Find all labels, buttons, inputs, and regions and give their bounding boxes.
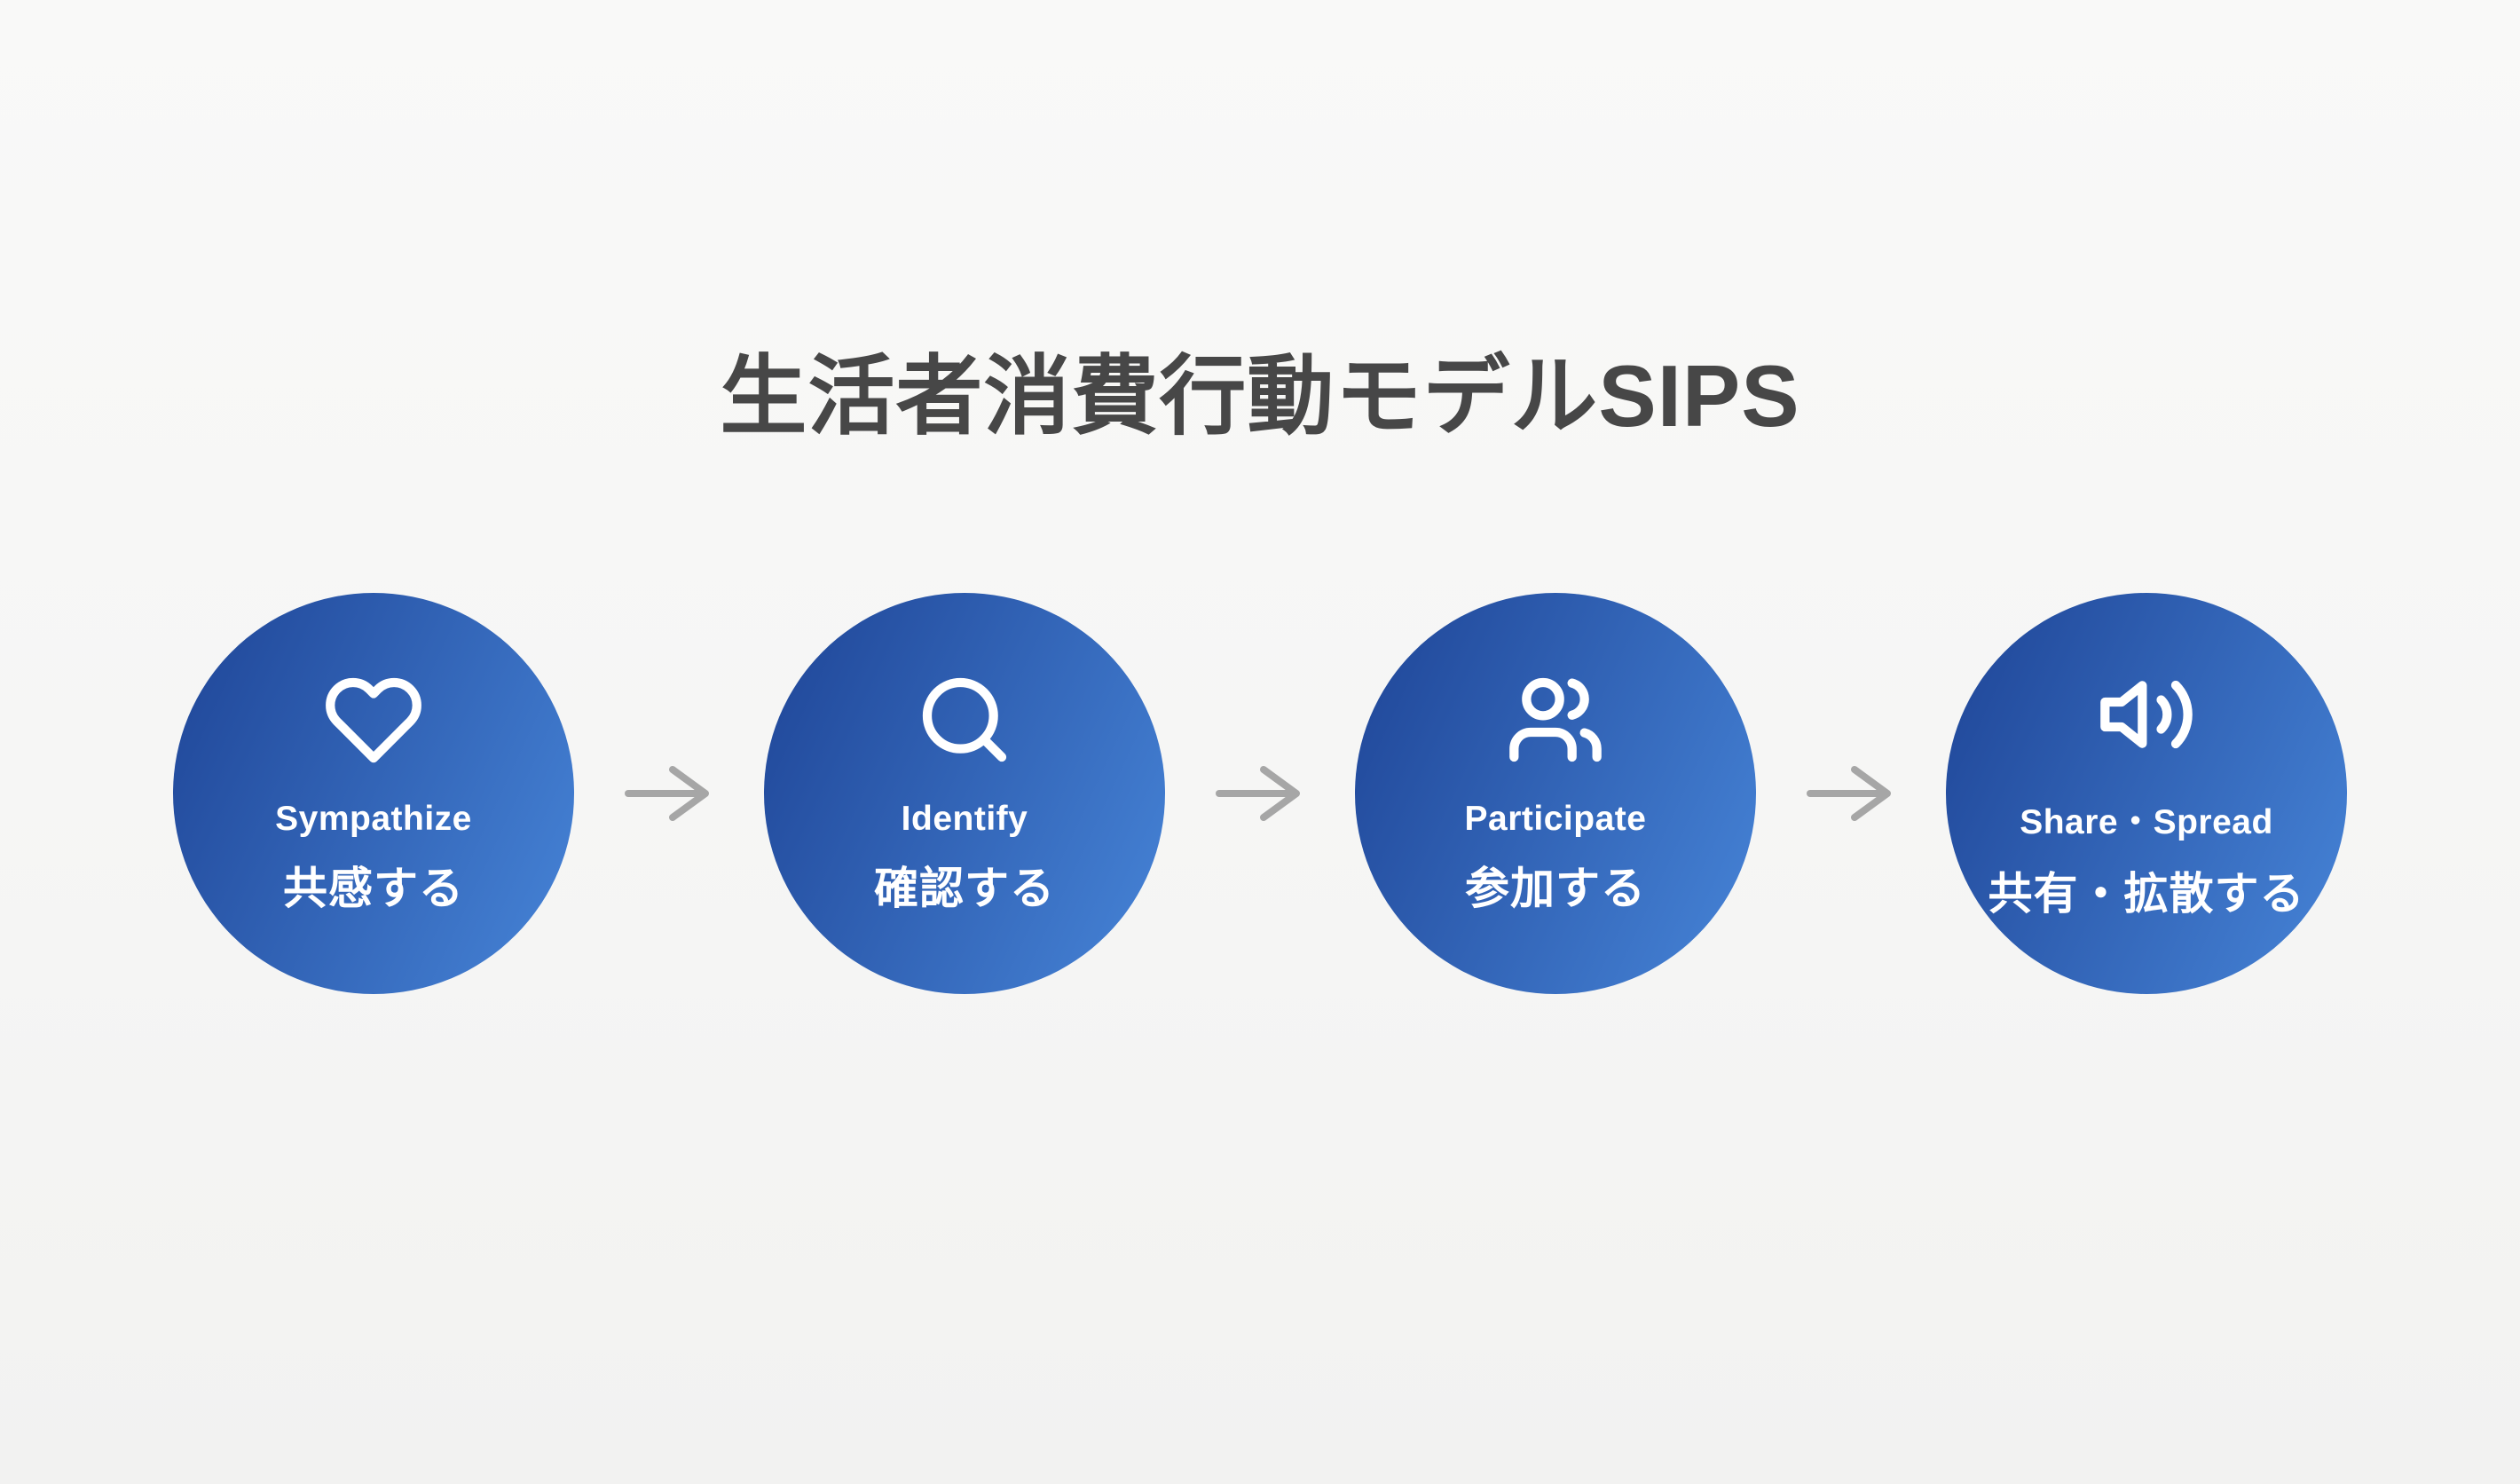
step-label-en: Sympathize: [275, 800, 472, 838]
step-label-en: Participate: [1464, 800, 1647, 838]
flow-row: Sympathize 共感する Identify 確認する: [0, 593, 2520, 994]
arrow-right-icon: [1165, 760, 1355, 827]
step-label-en: Identify: [901, 800, 1028, 838]
step-participate: Participate 参加する: [1355, 593, 1756, 994]
step-label-ja: 共感する: [283, 864, 464, 913]
step-label-en: Share・Spread: [2020, 803, 2273, 841]
speaker-icon: [2097, 665, 2196, 764]
step-sympathize: Sympathize 共感する: [173, 593, 574, 994]
step-label-ja: 共有・拡散する: [1988, 869, 2305, 919]
search-icon: [915, 670, 1014, 770]
step-identify: Identify 確認する: [764, 593, 1165, 994]
page-title: 生活者消費行動モデルSIPS: [720, 347, 1800, 445]
step-label-ja: 参加する: [1465, 864, 1646, 913]
users-icon: [1506, 670, 1605, 770]
arrow-right-icon: [1756, 760, 1946, 827]
step-share-spread: Share・Spread 共有・拡散する: [1946, 593, 2347, 994]
step-label-ja: 確認する: [874, 864, 1055, 913]
heart-icon: [324, 670, 423, 770]
arrow-right-icon: [574, 760, 764, 827]
